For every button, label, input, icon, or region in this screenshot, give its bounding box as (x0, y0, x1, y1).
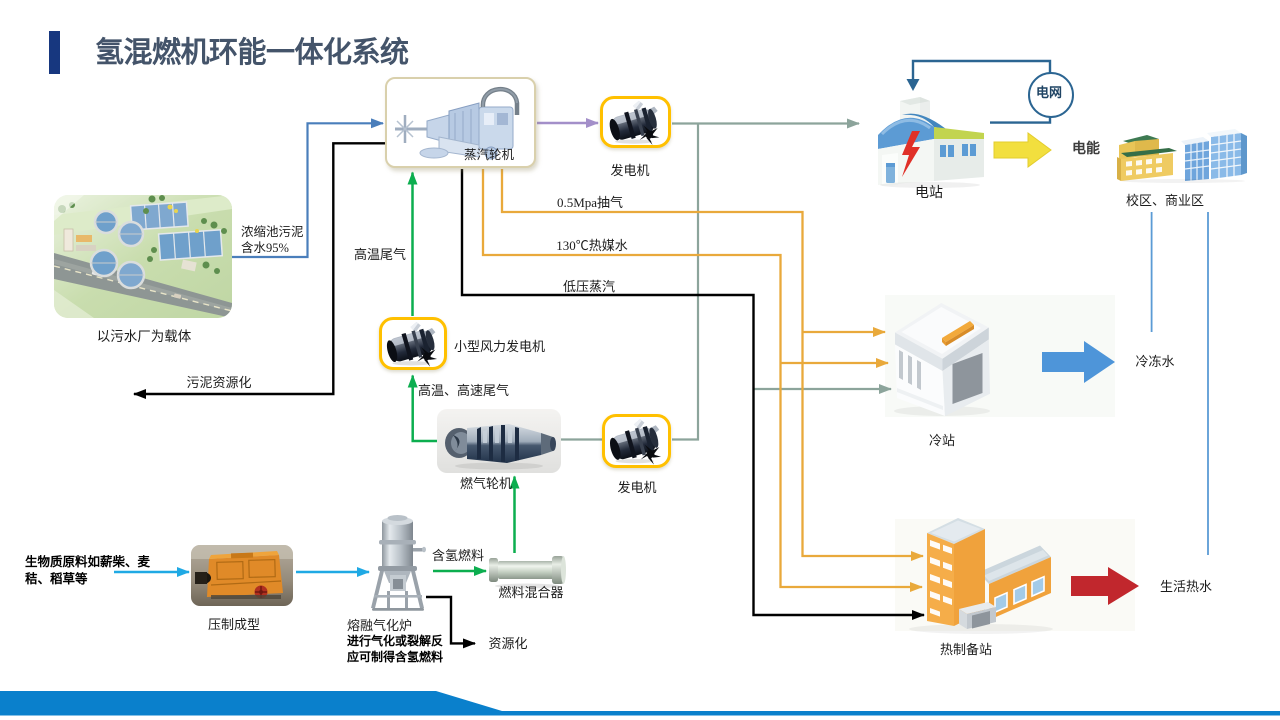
power-grid-label: 电网 (1035, 85, 1063, 100)
gasifier-label: 熔融气化炉 (347, 618, 413, 633)
generator-bottom-label: 发电机 (617, 480, 657, 495)
line-hot-medium-water (481, 169, 923, 592)
line-gasifier-resource (426, 595, 476, 649)
hot-water-label: 生活热水 (1159, 579, 1213, 594)
power-station-label: 电站 (915, 186, 943, 201)
steam-turbine-label: 蒸汽轮机 (463, 148, 515, 162)
generator-icon (382, 320, 444, 367)
generator-top-box (600, 96, 671, 148)
low-pressure-steam-label: 低压蒸汽 (562, 279, 616, 294)
hot-water-arrow (1071, 567, 1139, 605)
press-forming-label: 压制成型 (207, 617, 261, 632)
wind-generator-box (379, 317, 447, 370)
fuel-mixer-label: 燃料混合器 (498, 585, 564, 600)
cold-station-label: 冷站 (928, 433, 956, 448)
grid-loop (911, 59, 1052, 124)
gas-turbine-label: 燃气轮机 (459, 476, 513, 491)
hot-medium-water-label: 130℃热媒水 (556, 238, 628, 253)
high-speed-exhaust-label: 高温、高速尾气 (418, 383, 510, 398)
chilled-water-label: 冷冻水 (1135, 354, 1175, 369)
line-hot-highspeed-exhaust (407, 374, 437, 443)
grid-loop-down-arrow (906, 79, 920, 91)
generator-top-label: 发电机 (610, 163, 650, 178)
gas-turbine-image (437, 409, 561, 473)
sewage-plant-image (54, 195, 232, 318)
generator-icon (605, 417, 668, 465)
wind-generator-label: 小型风力发电机 (454, 339, 546, 354)
biomass-line2: 秸、稻草等 (25, 572, 88, 586)
biomass-label: 生物质原料如薪柴、麦 秸、稻草等 (25, 554, 150, 588)
power-grid-circle (1028, 72, 1074, 118)
biomass-line1: 生物质原料如薪柴、麦 (25, 555, 151, 569)
heat-station-image (896, 514, 1061, 638)
generator-icon (603, 99, 668, 145)
sludge-flow-label: 浓缩池污泥 含水95% (241, 224, 304, 256)
line-generator-bottom-up (672, 123, 700, 441)
power-station-image (872, 93, 992, 188)
slide-title: 氢混燃机环能一体化系统 (95, 37, 409, 69)
sewage-plant-label: 以污水厂为载体 (96, 329, 192, 344)
cold-station-image (882, 292, 1002, 418)
steam-turbine-image (395, 86, 520, 160)
hydrogen-fuel-label: 含氢燃料 (431, 548, 485, 563)
resource-recovery-label: 资源化 (488, 636, 528, 651)
line-sludge-to-steam-turbine (232, 118, 384, 259)
chilled-water-arrow (1042, 341, 1115, 383)
high-temp-exhaust-label: 高温尾气 (353, 247, 407, 262)
line-extraction-steam (500, 169, 924, 561)
heat-station-label: 热制备站 (939, 642, 993, 657)
gasifier-note: 进行气化或裂解反 应可制得含氢燃料 (347, 634, 443, 665)
gasifier-image (366, 513, 433, 613)
press-forming-image (191, 545, 293, 606)
gasifier-note-line1: 进行气化或裂解反 (347, 634, 444, 648)
campus-buildings-image (1113, 123, 1249, 183)
sludge-flow-line1: 浓缩池污泥 (241, 225, 304, 239)
title-accent-bar (49, 31, 60, 74)
sludge-flow-line2: 含水95% (241, 241, 289, 255)
electric-energy-label: 电能 (1072, 142, 1100, 157)
line-sludge-resource (133, 142, 388, 399)
extraction-steam-label: 0.5Mpa抽气 (556, 195, 624, 210)
generator-bottom-box (602, 414, 671, 468)
line-low-pressure-steam (460, 169, 925, 620)
gasifier-note-line2: 应可制得含氢燃料 (347, 649, 444, 664)
fuel-mixer-image (489, 553, 566, 589)
sludge-resource-label: 污泥资源化 (186, 375, 252, 390)
campus-label: 校区、商业区 (1125, 193, 1205, 208)
steam-turbine-box (385, 77, 536, 168)
electric-energy-arrow (993, 132, 1052, 168)
